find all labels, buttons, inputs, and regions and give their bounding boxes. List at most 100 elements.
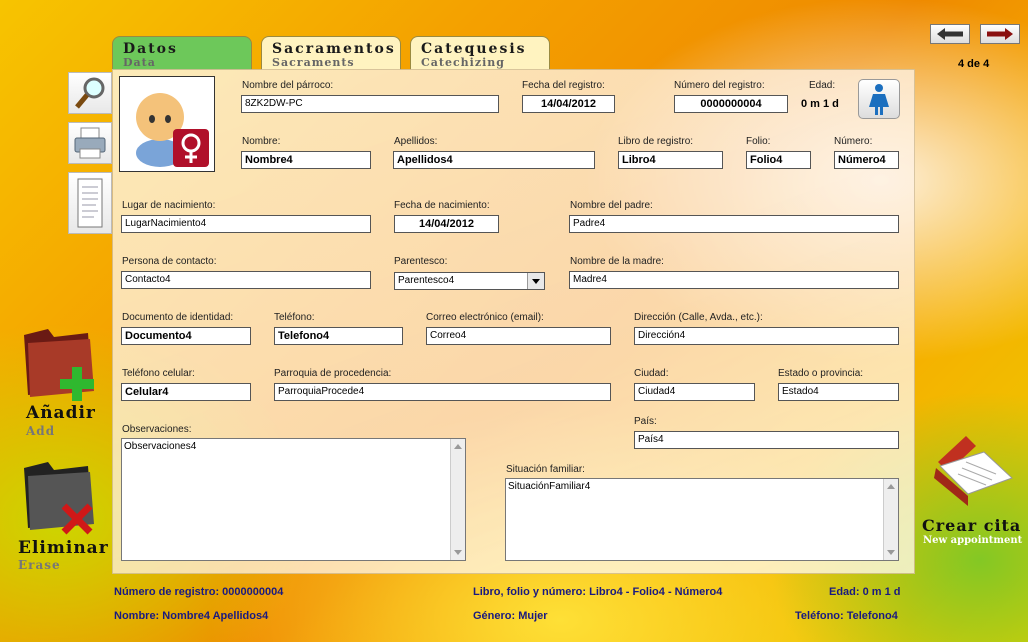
- telefono-label: Teléfono:: [274, 312, 315, 323]
- tab-datos[interactable]: Datos Data: [112, 36, 252, 70]
- fecha-registro-field[interactable]: 14/04/2012: [522, 95, 615, 113]
- tab-catequesis-subtitle: Catechizing: [421, 56, 505, 69]
- add-sublabel: Add: [26, 424, 56, 438]
- tab-datos-title: Datos: [123, 41, 178, 57]
- previous-record-button[interactable]: [930, 24, 970, 44]
- add-button[interactable]: Añadir Add: [16, 325, 106, 440]
- tab-sacramentos-title: Sacramentos: [272, 41, 396, 57]
- fecha-nacimiento-field[interactable]: 14/04/2012: [394, 215, 499, 233]
- observaciones-textarea[interactable]: Observaciones4: [121, 438, 466, 561]
- telefono-field[interactable]: Telefono4: [274, 327, 403, 345]
- parentesco-select[interactable]: Parentesco4: [394, 272, 545, 290]
- photo-frame[interactable]: [119, 76, 215, 172]
- dropdown-button[interactable]: [527, 273, 544, 289]
- scroll-down-icon: [887, 550, 895, 555]
- parroco-label: Nombre del párroco:: [242, 80, 334, 91]
- situacion-scrollbar[interactable]: [883, 479, 898, 560]
- ciudad-field[interactable]: Ciudad4: [634, 383, 755, 401]
- padre-label: Nombre del padre:: [570, 200, 653, 211]
- estado-field[interactable]: Estado4: [778, 383, 899, 401]
- tab-catequesis-title: Catequesis: [421, 41, 527, 57]
- tab-datos-subtitle: Data: [123, 56, 156, 69]
- arrow-left-icon: [937, 28, 963, 40]
- add-label: Añadir: [26, 403, 96, 423]
- lugar-nacimiento-field[interactable]: LugarNacimiento4: [121, 215, 371, 233]
- fecha-nacimiento-label: Fecha de nacimiento:: [394, 200, 490, 211]
- padre-field[interactable]: Padre4: [569, 215, 899, 233]
- folder-delete-icon: [24, 462, 94, 535]
- baby-avatar-icon: [136, 93, 209, 167]
- observaciones-text: Observaciones4: [124, 441, 197, 452]
- new-appointment-button[interactable]: Crear cita New appointment: [920, 432, 1022, 550]
- footer-registro: Número de registro: 0000000004: [114, 586, 284, 598]
- correo-field[interactable]: Correo4: [426, 327, 611, 345]
- celular-label: Teléfono celular:: [122, 368, 195, 379]
- apellidos-field[interactable]: Apellidos4: [393, 151, 595, 169]
- folio-label: Folio:: [746, 136, 771, 147]
- numero-registro-field[interactable]: 0000000004: [674, 95, 788, 113]
- apellidos-label: Apellidos:: [394, 136, 438, 147]
- scroll-up-icon: [454, 444, 462, 449]
- gender-button[interactable]: [858, 79, 900, 119]
- report-button[interactable]: [68, 172, 112, 234]
- footer-nombre: Nombre: Nombre4 Apellidos4: [114, 610, 269, 622]
- erase-sublabel: Erase: [18, 558, 61, 572]
- observaciones-label: Observaciones:: [122, 424, 192, 435]
- lugar-nacimiento-label: Lugar de nacimiento:: [122, 200, 216, 211]
- search-button[interactable]: [68, 72, 112, 114]
- situacion-textarea[interactable]: SituaciónFamiliar4: [505, 478, 899, 561]
- erase-button[interactable]: Eliminar Erase: [16, 458, 111, 576]
- footer-edad: Edad: 0 m 1 d: [829, 586, 901, 598]
- female-icon: [869, 84, 889, 115]
- parroco-field[interactable]: 8ZK2DW-PC: [241, 95, 499, 113]
- madre-field[interactable]: Madre4: [569, 271, 899, 289]
- situacion-text: SituaciónFamiliar4: [508, 481, 591, 492]
- folio-field[interactable]: Folio4: [746, 151, 811, 169]
- footer-libro: Libro, folio y número: Libro4 - Folio4 -…: [473, 586, 723, 598]
- direccion-field[interactable]: Dirección4: [634, 327, 899, 345]
- footer-genero: Género: Mujer: [473, 610, 548, 622]
- libro-field[interactable]: Libro4: [618, 151, 723, 169]
- tab-sacramentos[interactable]: Sacramentos Sacraments: [261, 36, 401, 70]
- footer-telefono: Teléfono: Telefono4: [795, 610, 898, 622]
- nombre-label: Nombre:: [242, 136, 281, 147]
- nombre-field[interactable]: Nombre4: [241, 151, 371, 169]
- print-button[interactable]: [68, 122, 112, 164]
- numero-registro-label: Número del registro:: [674, 80, 765, 91]
- appointment-book-icon: [934, 436, 1013, 506]
- folder-add-icon: [24, 329, 94, 401]
- celular-field[interactable]: Celular4: [121, 383, 251, 401]
- pais-field[interactable]: País4: [634, 431, 899, 449]
- scroll-up-icon: [887, 484, 895, 489]
- chevron-down-icon: [532, 279, 540, 284]
- parroquia-label: Parroquia de procedencia:: [274, 368, 392, 379]
- observaciones-scrollbar[interactable]: [450, 439, 465, 560]
- contacto-label: Persona de contacto:: [122, 256, 217, 267]
- madre-label: Nombre de la madre:: [570, 256, 664, 267]
- contacto-field[interactable]: Contacto4: [121, 271, 371, 289]
- numero-label: Número:: [834, 136, 873, 147]
- next-record-button[interactable]: [980, 24, 1020, 44]
- record-counter: 4 de 4: [958, 58, 990, 70]
- ciudad-label: Ciudad:: [634, 368, 669, 379]
- parroquia-field[interactable]: ParroquiaProcede4: [274, 383, 611, 401]
- magnifier-icon: [75, 77, 105, 109]
- printer-icon: [74, 127, 106, 159]
- edad-label: Edad:: [809, 80, 836, 91]
- pais-label: País:: [634, 416, 657, 427]
- parentesco-label: Parentesco:: [394, 256, 448, 267]
- direccion-label: Dirección (Calle, Avda., etc.):: [634, 312, 763, 323]
- document-icon: [77, 178, 103, 228]
- numero-field[interactable]: Número4: [834, 151, 899, 169]
- documento-label: Documento de identidad:: [122, 312, 234, 323]
- parentesco-selected-value: Parentesco4: [398, 275, 455, 286]
- tab-catequesis[interactable]: Catequesis Catechizing: [410, 36, 550, 70]
- estado-label: Estado o provincia:: [778, 368, 864, 379]
- libro-label: Libro de registro:: [618, 136, 694, 147]
- erase-label: Eliminar: [18, 538, 109, 558]
- situacion-label: Situación familiar:: [506, 464, 585, 475]
- appointment-label: Crear cita: [922, 516, 1022, 535]
- edad-value: 0 m 1 d: [801, 98, 839, 110]
- data-panel: Nombre del párroco: 8ZK2DW-PC Fecha del …: [112, 69, 915, 574]
- documento-field[interactable]: Documento4: [121, 327, 251, 345]
